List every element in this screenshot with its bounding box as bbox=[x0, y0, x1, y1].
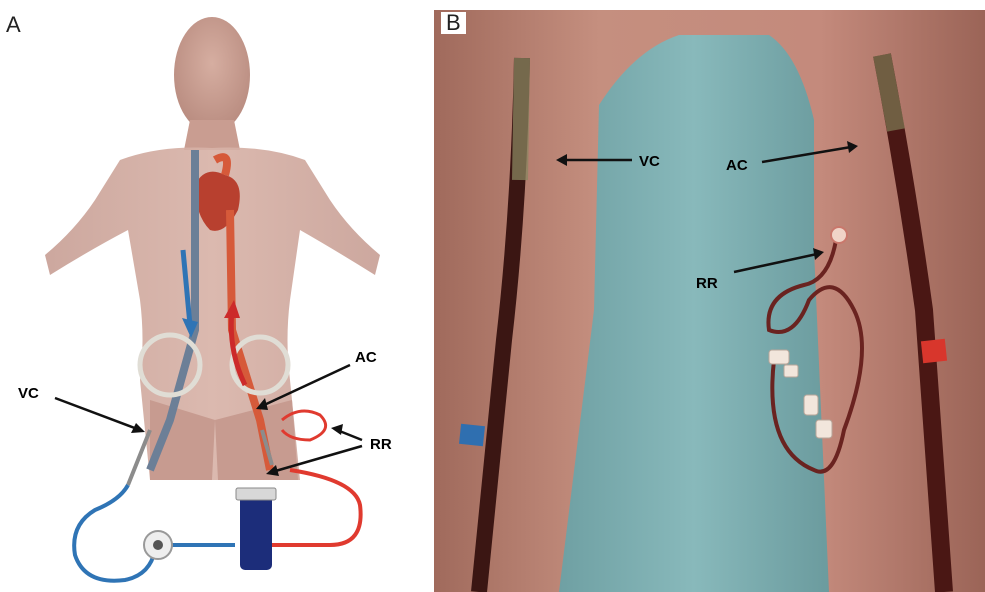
rr-label: RR bbox=[370, 436, 392, 453]
venous-cannula-blue-tape bbox=[459, 424, 485, 446]
panel-label-b: B bbox=[441, 12, 466, 34]
rr-pointer-head-1 bbox=[331, 424, 343, 435]
venous-tubing bbox=[74, 485, 155, 581]
ac-label: AC bbox=[355, 349, 377, 366]
anatomy-illustration: VC AC RR bbox=[0, 0, 430, 592]
venous-cannula-wire bbox=[520, 58, 522, 180]
pump-core bbox=[153, 540, 163, 550]
reperfusion-hub bbox=[831, 227, 847, 243]
vc-pointer-arrow bbox=[55, 398, 140, 430]
vc-photo-label: VC bbox=[639, 153, 660, 170]
neck-shape bbox=[184, 120, 240, 150]
oxygenator-top bbox=[236, 488, 276, 500]
venous-cannula bbox=[128, 430, 150, 485]
arterial-tubing bbox=[272, 470, 361, 545]
vc-label: VC bbox=[18, 385, 39, 402]
rr-photo-label: RR bbox=[696, 275, 718, 292]
clinical-photo-panel: VC AC RR bbox=[434, 10, 985, 592]
oxygenator bbox=[240, 495, 272, 570]
arterial-cannula-red-tape bbox=[921, 339, 947, 363]
surgical-drape bbox=[559, 35, 829, 592]
illustration-panel: VC AC RR bbox=[0, 0, 430, 592]
ac-photo-label: AC bbox=[726, 157, 748, 174]
head-shape bbox=[174, 17, 250, 133]
clinical-photo: VC AC RR bbox=[434, 10, 985, 592]
